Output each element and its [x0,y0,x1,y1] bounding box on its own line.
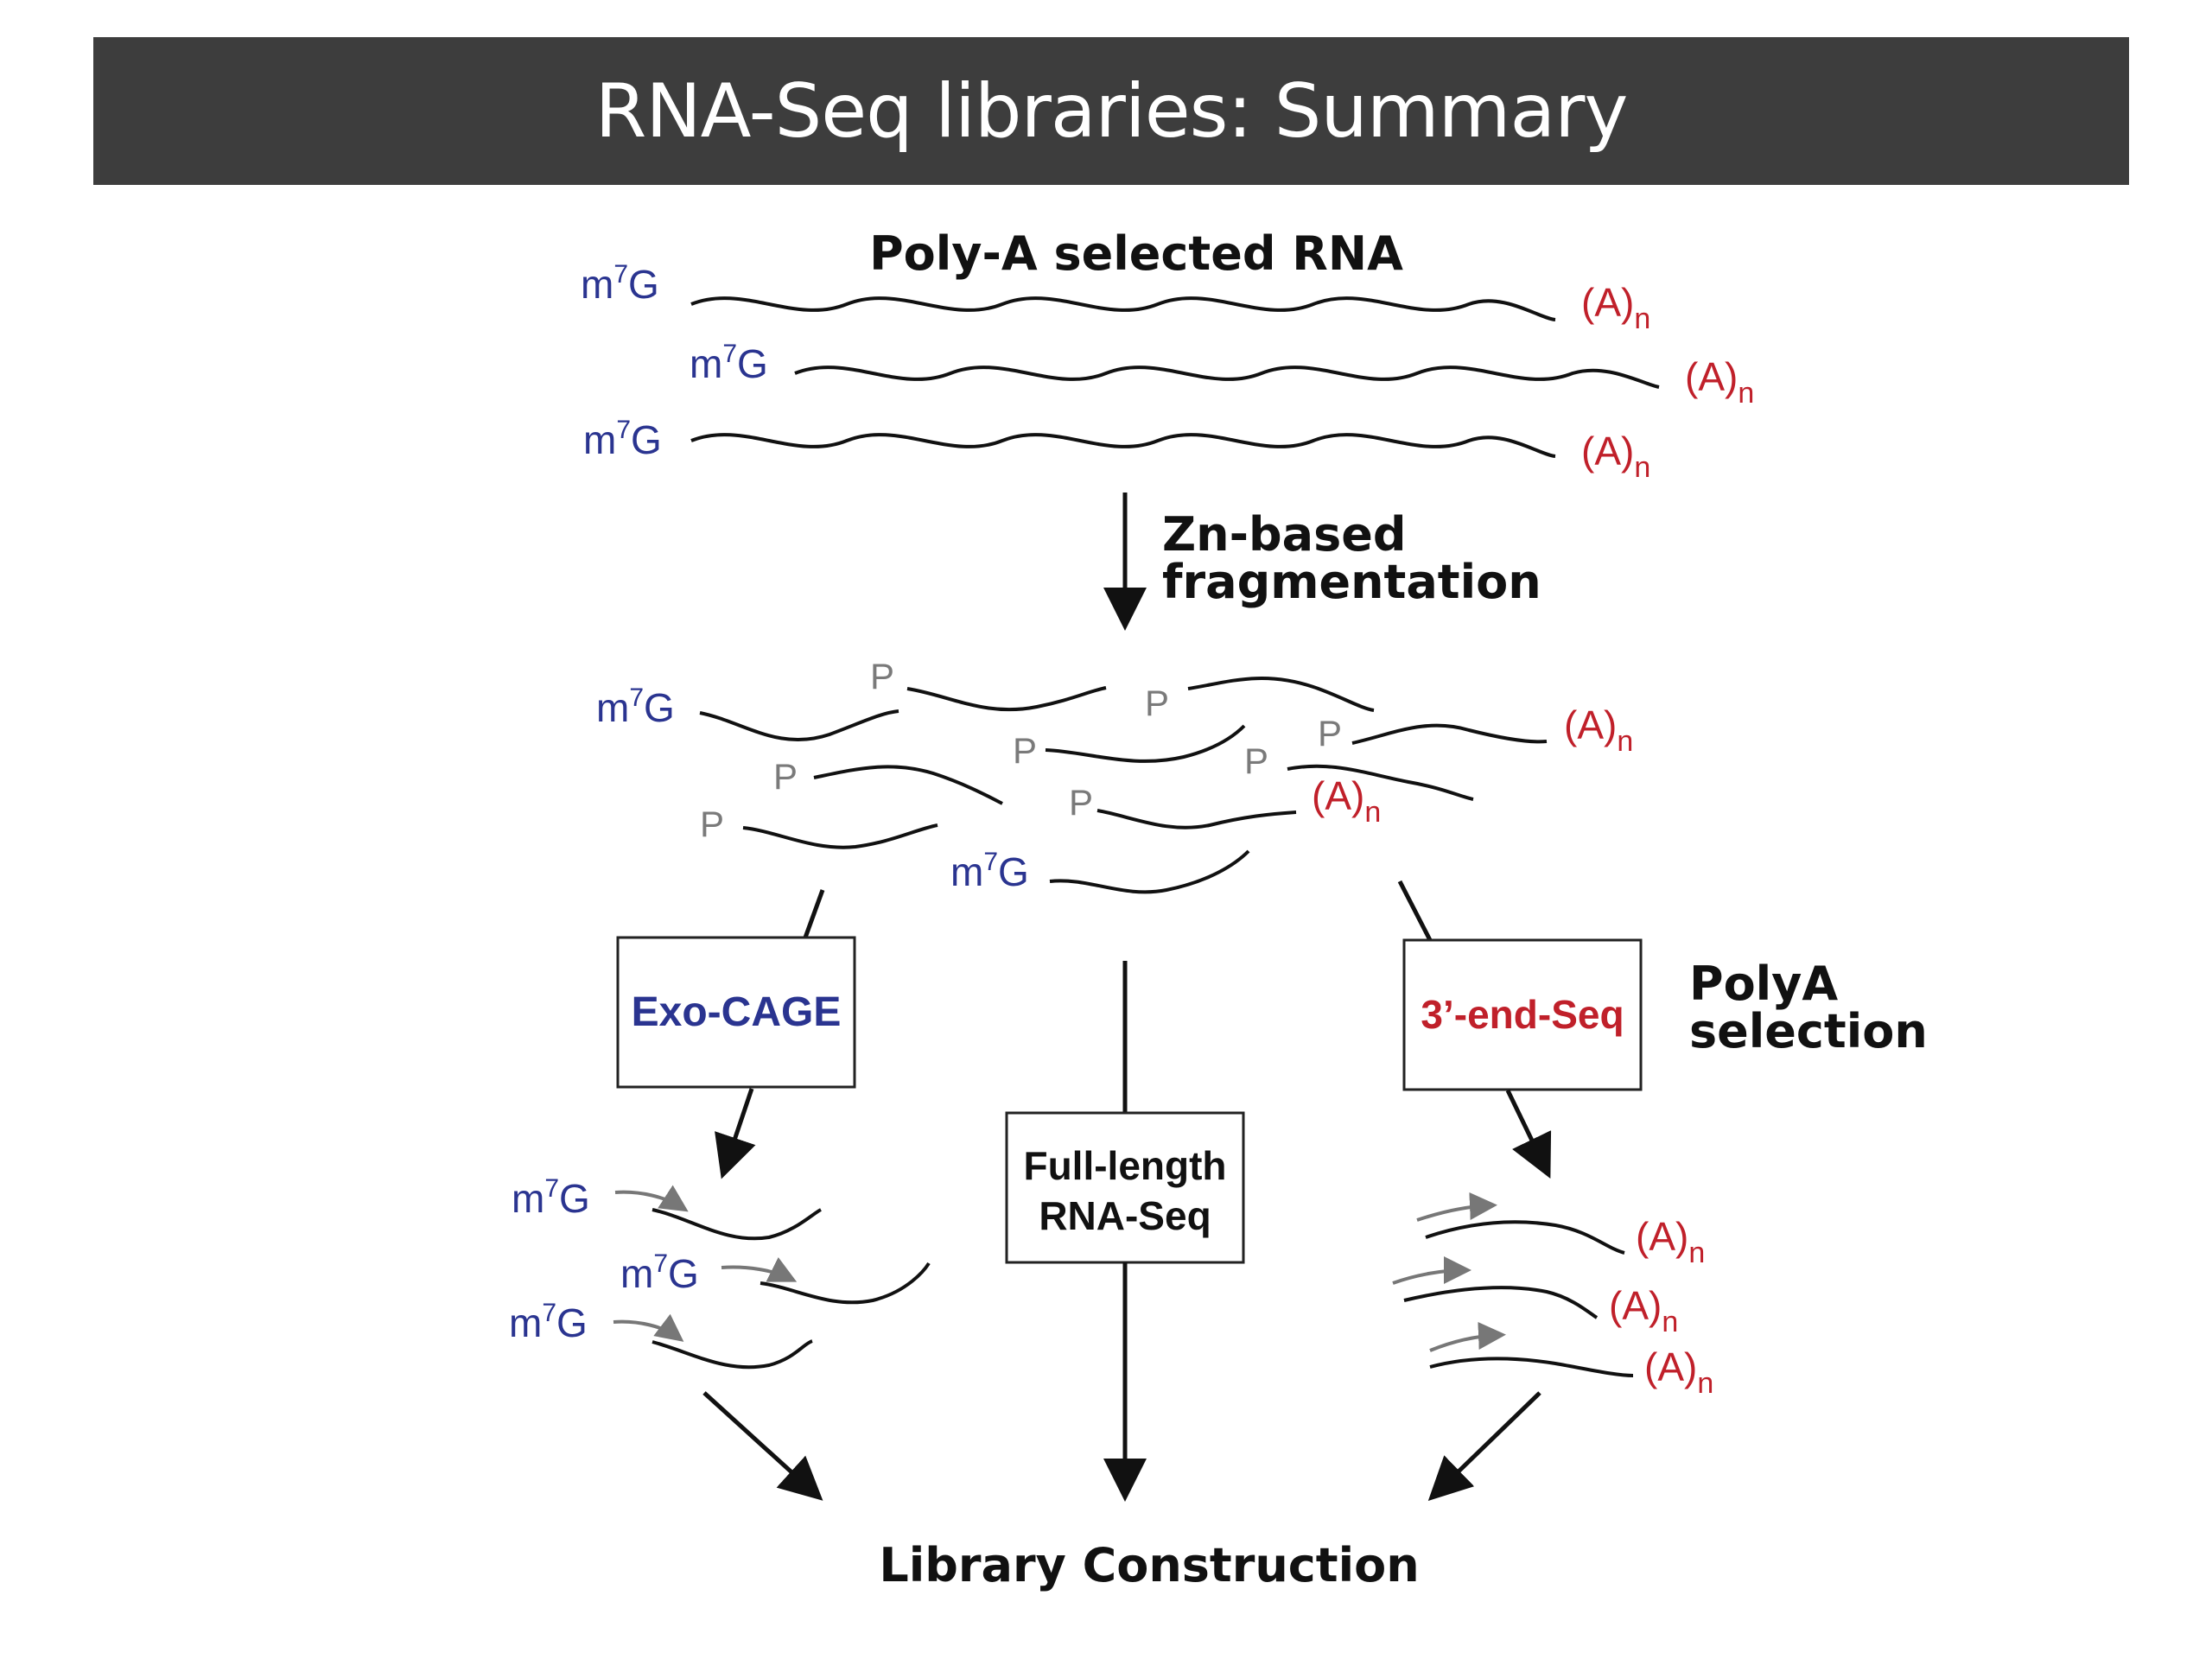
branch-line-left [803,889,825,938]
phosphate-label: P [1013,730,1037,771]
exo-cage-down-arrow [715,1088,756,1179]
fragmentation-label-line1: Zn-based [1162,507,1407,562]
cap-label: m7G [581,260,659,307]
polya-tail-label: (A)n [1564,702,1633,758]
polya-tail-label: (A)n [1312,773,1381,829]
full-length-rnas [690,296,1660,458]
right-converge-arrow [1427,1391,1541,1501]
polya-tail-label: (A)n [1581,280,1650,335]
rna-fragment [742,823,938,849]
rna-fragment [813,765,1003,805]
phosphate-label: P [700,804,724,844]
rna-fragment [1096,809,1297,830]
primer-arrow [1429,1321,1506,1352]
rna-product [652,1208,822,1241]
rna-product [1429,1357,1634,1377]
primer-arrow [721,1256,798,1282]
polya-tail-label: (A)n [1636,1214,1705,1269]
output-label: Library Construction [879,1538,1419,1592]
exo-cage-products: m7G m7G m7G [509,1174,931,1370]
phosphate-label: P [1318,713,1342,753]
primer-arrow [1416,1192,1497,1222]
full-length-label-line1: Full-length [1023,1143,1226,1188]
cap-label: m7G [620,1249,699,1296]
three-end-down-arrow [1505,1089,1552,1179]
cap-labels-top: m7G m7G m7G [581,260,768,462]
slide-title: RNA-Seq libraries: Summary [594,67,1629,155]
left-converge-arrow [702,1391,823,1501]
rna-fragment [906,686,1107,712]
rna-product [1403,1286,1599,1319]
rna-fragments [699,677,1548,894]
cap-label: m7G [509,1299,588,1345]
primer-arrow [614,1185,689,1212]
rna-product [760,1262,931,1305]
branch-line-right [1397,880,1433,942]
polya-tail-label: (A)n [1609,1283,1678,1338]
rna-strand [794,365,1660,389]
rna-fragment [1287,764,1474,801]
phosphate-label: P [1069,782,1093,823]
phosphate-label: P [1244,741,1268,781]
rna-strand [690,433,1556,458]
phosphate-label: P [773,756,798,797]
polya-tail-label: (A)n [1581,429,1650,484]
primer-arrow [613,1313,684,1342]
rna-fragment [699,709,899,742]
exo-cage-label: Exo-CAGE [632,989,842,1035]
polya-selection-label-line1: PolyA [1689,957,1838,1011]
rna-strand [690,296,1556,321]
cap-label: m7G [596,683,675,730]
polya-tail-label: (A)n [1685,354,1754,410]
exo-cage-box: Exo-CAGE [616,936,856,1089]
full-length-label-line2: RNA-Seq [1039,1193,1211,1238]
tail-labels-top: (A)n (A)n (A)n [1581,280,1754,484]
polya-selection-label-line2: selection [1689,1004,1928,1058]
title-bar: RNA-Seq libraries: Summary [93,37,2129,185]
primer-arrow [1392,1256,1471,1285]
cap-label: m7G [950,848,1029,894]
fragment-markers: m7G m7G P P P P P P P P (A)n (A)n [596,656,1633,894]
rna-product [652,1339,813,1370]
rna-fragment [1187,677,1375,712]
three-end-seq-label: 3’-end-Seq [1421,992,1624,1037]
rna-fragment [1351,723,1548,745]
cap-label: m7G [583,416,662,462]
fragmentation-label-line2: fragmentation [1162,555,1541,609]
rna-fragment [1045,724,1246,763]
cap-label: m7G [512,1174,590,1221]
input-label: Poly-A selected RNA [869,226,1403,281]
polya-tail-label: (A)n [1644,1344,1713,1400]
rna-product [1425,1220,1625,1255]
rna-fragment [1049,849,1250,894]
full-length-box: Full-length RNA-Seq [1005,1111,1245,1264]
cap-label: m7G [690,340,768,386]
three-end-seq-box: 3’-end-Seq [1402,938,1643,1091]
phosphate-label: P [870,656,894,696]
phosphate-label: P [1145,683,1169,723]
three-end-products: (A)n (A)n (A)n [1392,1192,1713,1400]
